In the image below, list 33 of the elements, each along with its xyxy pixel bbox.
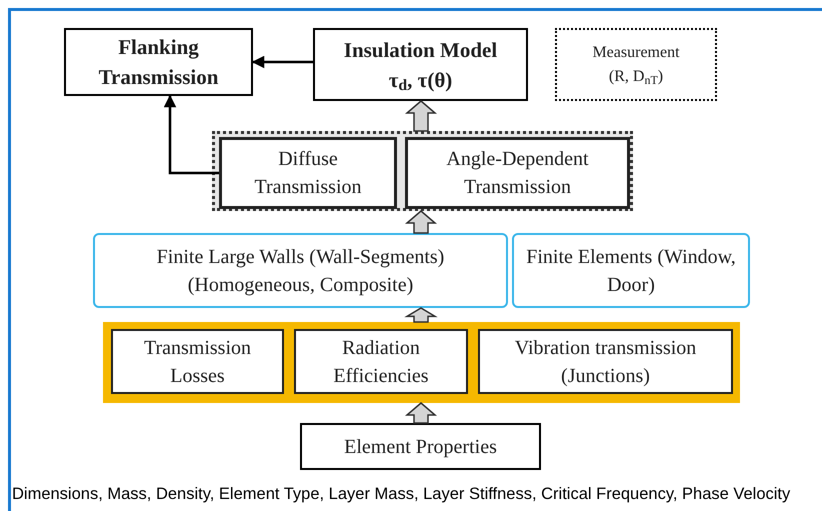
arrow bbox=[252, 56, 313, 68]
node-text: Finite Elements (Window, Door) bbox=[525, 244, 737, 298]
process-box bbox=[478, 329, 733, 394]
block-arrow bbox=[404, 307, 438, 323]
process-box bbox=[111, 329, 284, 394]
process-box bbox=[219, 137, 397, 209]
node-text: Radiation Efficiencies bbox=[332, 336, 430, 388]
arrow bbox=[164, 94, 219, 174]
process-box bbox=[512, 233, 750, 308]
node-text: Vibration transmission (Junctions) bbox=[514, 336, 698, 388]
node-text: τ$_{d}$, τ(θ) bbox=[388, 66, 454, 94]
node-text: Insulation Model bbox=[342, 36, 498, 64]
node-text: Element Properties bbox=[343, 434, 498, 460]
process-box bbox=[300, 423, 541, 470]
node-text: (R, D$_{nT}$) bbox=[608, 66, 664, 88]
block-arrow bbox=[404, 100, 438, 132]
node-text: Finite Large Walls (Wall-Segments) (Homogeneous, Composite) bbox=[156, 244, 446, 298]
process-box bbox=[294, 329, 468, 394]
node-text: Diffuse Transmission bbox=[253, 147, 363, 200]
process-box bbox=[405, 137, 630, 209]
group-box bbox=[212, 131, 633, 211]
process-box bbox=[64, 28, 253, 96]
block-arrow bbox=[404, 402, 438, 424]
process-box bbox=[93, 233, 508, 308]
block-arrow bbox=[404, 210, 438, 234]
node-text: Transmission Losses bbox=[142, 336, 252, 388]
node-text: Angle-Dependent Transmission bbox=[445, 147, 590, 200]
node-text: Flanking Transmission bbox=[98, 34, 220, 91]
property-list: Dimensions, Mass, Density, Element Type, Layer Mass, Layer Stiffness, Critical Frequency, Phase Velocity bbox=[12, 482, 790, 507]
note-box bbox=[555, 28, 717, 101]
process-box bbox=[313, 28, 528, 101]
node-text: Measurement bbox=[591, 42, 681, 62]
group-box bbox=[103, 322, 740, 403]
